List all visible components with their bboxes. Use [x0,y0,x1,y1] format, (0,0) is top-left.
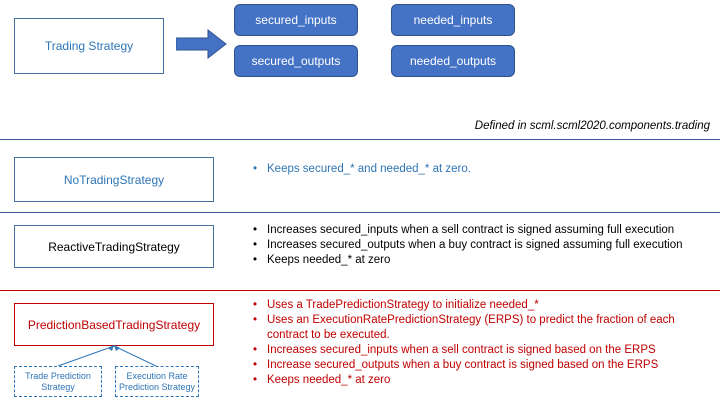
arrowhead-icon [108,345,114,351]
trading-strategy-box: Trading Strategy [14,18,164,74]
bullet-item: Increase secured_outputs when a buy cont… [251,358,713,373]
bullet-item: Increases secured_inputs when a sell con… [251,343,713,358]
needed-inputs-label: needed_inputs [413,13,493,27]
secured-inputs-label: secured_inputs [255,13,337,27]
no-trading-strategy-label: NoTradingStrategy [63,172,165,187]
bullet-item: Increases secured_outputs when a buy con… [251,238,713,253]
reactive-trading-strategy-box: ReactiveTradingStrategy [14,225,214,268]
arrowhead-icon [114,345,120,351]
bullet-item: Uses a TradePredictionStrategy to initia… [251,298,713,313]
bullet-item: Keeps needed_* at zero [251,253,713,268]
no-trading-strategy-bullets: Keeps secured_* and needed_* at zero. [251,162,711,177]
defined-in-text: Defined in scml.scml2020.components.trad… [474,120,710,132]
bullet-item: Uses an ExecutionRatePredictionStrategy … [251,313,713,343]
bullet-item: Keeps secured_* and needed_* at zero. [251,162,711,177]
prediction-based-trading-strategy-bullets: Uses a TradePredictionStrategy to initia… [251,298,713,388]
trade-prediction-strategy-label: Trade Prediction Strategy [25,370,91,392]
separator-middle [0,212,720,213]
reactive-trading-strategy-bullets: Increases secured_inputs when a sell con… [251,223,713,268]
needed-outputs-pill: needed_outputs [391,45,515,77]
execution-rate-prediction-strategy-box: Execution Rate Prediction Strategy [115,366,199,397]
secured-outputs-label: secured_outputs [251,54,341,68]
no-trading-strategy-box: NoTradingStrategy [14,157,214,202]
connector-trade-prediction [57,345,115,367]
defined-in-note: Defined in scml.scml2020.components.trad… [475,120,710,132]
secured-outputs-pill: secured_outputs [234,45,358,77]
bullet-item: Keeps needed_* at zero [251,373,713,388]
secured-inputs-pill: secured_inputs [234,4,358,36]
execution-rate-prediction-strategy-label: Execution Rate Prediction Strategy [118,370,196,392]
bullet-item: Increases secured_inputs when a sell con… [251,223,713,238]
prediction-based-trading-strategy-box: PredictionBasedTradingStrategy [14,303,214,346]
trading-strategy-label: Trading Strategy [44,39,134,53]
right-arrow-icon [176,28,227,60]
prediction-based-trading-strategy-label: PredictionBasedTradingStrategy [27,317,201,332]
needed-inputs-pill: needed_inputs [391,4,515,36]
connector-execution-rate [113,345,157,367]
separator-top [0,139,720,140]
separator-bottom [0,290,720,291]
trade-prediction-strategy-box: Trade Prediction Strategy [14,366,102,397]
needed-outputs-label: needed_outputs [409,54,497,68]
reactive-trading-strategy-label: ReactiveTradingStrategy [48,239,180,254]
